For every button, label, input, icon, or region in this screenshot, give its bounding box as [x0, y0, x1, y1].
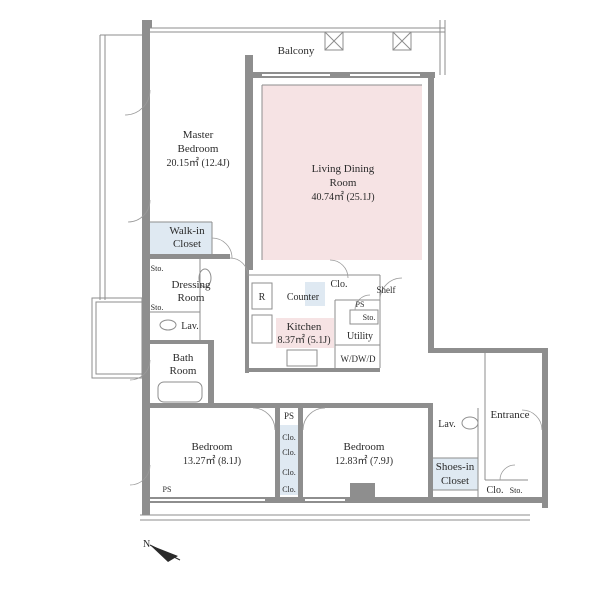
counter-fill — [305, 282, 325, 306]
lav-1-label: Lav. — [181, 321, 198, 332]
living-dining-label-2: Room — [330, 177, 357, 189]
entrance-clo-label: Clo. — [487, 485, 504, 496]
shoes-closet-label-2: Closet — [441, 475, 469, 487]
entrance-sto-label: Sto. — [510, 486, 523, 495]
entrance-label: Entrance — [490, 409, 529, 421]
ac-unit-right — [392, 31, 412, 51]
ps-hall-label: PS — [284, 411, 294, 421]
sto-utility-label: Sto. — [363, 313, 376, 322]
shelf-label: Shelf — [377, 285, 396, 295]
compass-icon: N — [143, 539, 181, 562]
washer-dryer-label: W/DW/D — [341, 354, 376, 364]
walk-in-closet-label-1: Walk-in — [169, 225, 205, 237]
lav-2-label: Lav. — [438, 419, 455, 430]
sto-dressing-label: Sto. — [151, 303, 164, 312]
master-bedroom-area: 20.15㎡ (12.4J) — [166, 157, 229, 169]
kitchen-clo-label: Clo. — [331, 279, 348, 290]
walls — [142, 20, 548, 515]
shoes-closet-label-1: Shoes-in — [436, 461, 475, 473]
utility-label: Utility — [347, 331, 373, 342]
bedroom-2-label: Bedroom — [344, 441, 385, 453]
shoes-closet-fill — [432, 458, 478, 490]
ps-bedroom-label: PS — [163, 485, 172, 494]
sto-master-label: Sto. — [151, 264, 164, 273]
hall-closet-1-label: Clo. — [282, 433, 296, 442]
walk-in-closet-fill — [148, 222, 212, 254]
master-bedroom-label-1: Master — [183, 129, 214, 141]
walk-in-closet-label-2: Closet — [173, 238, 201, 250]
sink-2 — [461, 416, 479, 430]
kitchen-label: Kitchen — [287, 321, 322, 333]
bedroom-1-label: Bedroom — [192, 441, 233, 453]
living-dining-area: 40.74㎡ (25.1J) — [311, 191, 374, 203]
ac-unit-left — [324, 31, 344, 51]
dressing-room-label-2: Room — [178, 292, 205, 304]
bath-room-label-2: Room — [170, 365, 197, 377]
bedroom-2-area: 12.83㎡ (7.9J) — [335, 455, 393, 467]
hall-closet-2-label: Clo. — [282, 448, 296, 457]
hall-closet-fill — [280, 425, 298, 495]
kitchen-pink-fill — [276, 318, 334, 348]
master-bedroom-label-2: Bedroom — [178, 143, 219, 155]
balcony-label: Balcony — [278, 45, 315, 57]
bathtub — [157, 381, 203, 403]
kitchen-area: 8.37㎡ (5.1J) — [277, 334, 330, 346]
hall-closet-4-label: Clo. — [282, 485, 296, 494]
living-dining-label-1: Living Dining — [312, 163, 375, 175]
windows — [150, 74, 420, 501]
living-dining-fill — [262, 85, 422, 260]
counter-label: Counter — [287, 292, 320, 303]
dressing-room-label-1: Dressing — [171, 279, 211, 291]
bath-room-label-1: Bath — [173, 352, 194, 364]
hall-closet-3-label: Clo. — [282, 468, 296, 477]
ps-utility-label: PS — [356, 300, 365, 309]
compass-north-label: N — [143, 539, 150, 550]
door-swings — [124, 89, 543, 486]
refrigerator-label: R — [259, 292, 266, 303]
toilet — [198, 268, 212, 288]
bedroom-1-area: 13.27㎡ (8.1J) — [183, 455, 241, 467]
sink-1 — [159, 319, 177, 331]
